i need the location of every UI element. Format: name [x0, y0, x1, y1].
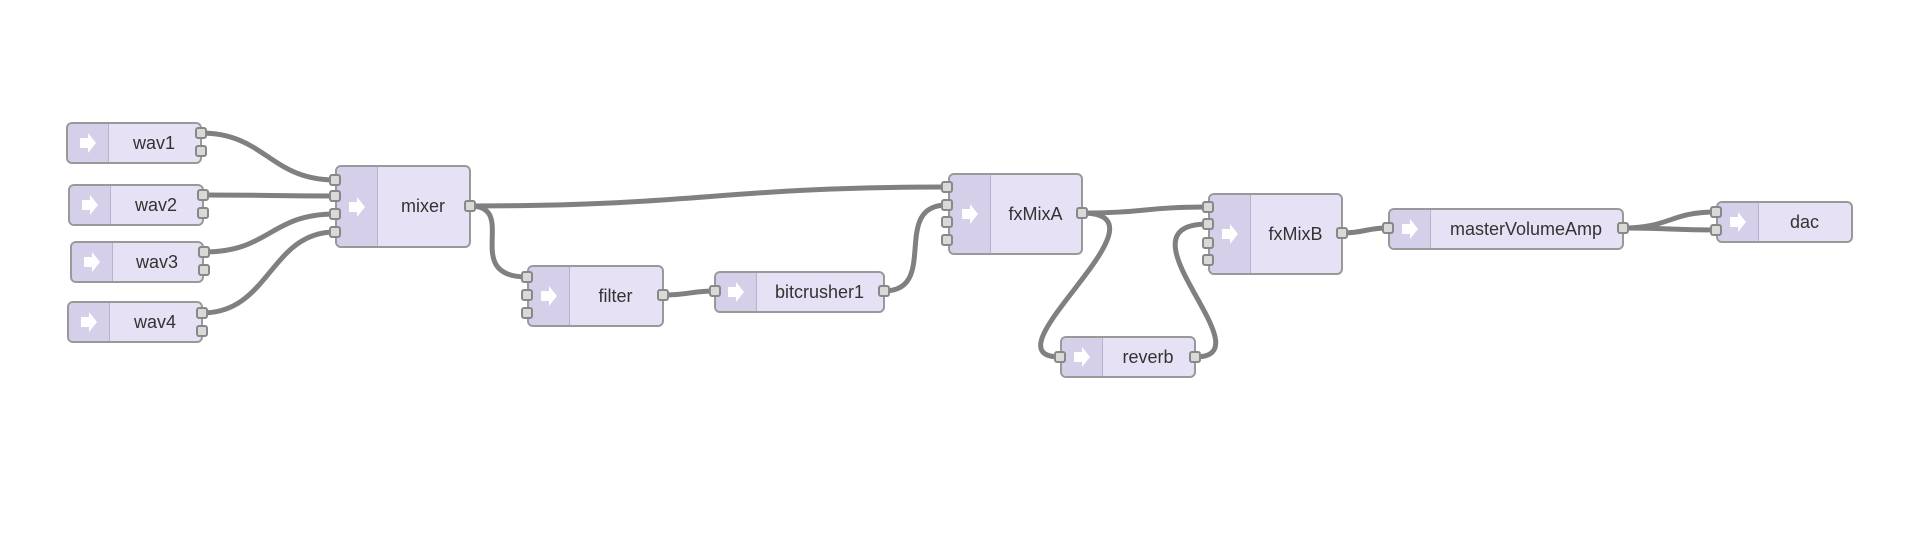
node-handle[interactable]	[1390, 210, 1431, 248]
node-handle[interactable]	[72, 243, 113, 281]
connection-fxMixA-to-fxMixB[interactable]	[1079, 204, 1211, 216]
wav4-output-port-1[interactable]	[196, 307, 208, 319]
connection-filter-to-bitcrusher1[interactable]	[660, 288, 718, 298]
node-label: mixer	[401, 196, 445, 216]
node-bitcrusher1[interactable]: bitcrusher1	[714, 271, 885, 313]
dac-input-port-2[interactable]	[1710, 224, 1722, 236]
node-handle[interactable]	[70, 186, 111, 224]
node-wav2[interactable]: wav2	[68, 184, 204, 226]
play-arrow-icon	[1402, 219, 1418, 239]
mixer-input-port-3[interactable]	[329, 208, 341, 220]
connection-wav1-to-mixer[interactable]	[198, 130, 338, 183]
reverb-output-port-1[interactable]	[1189, 351, 1201, 363]
mixer-input-port-2[interactable]	[329, 190, 341, 202]
node-wav1[interactable]: wav1	[66, 122, 202, 164]
play-arrow-icon	[962, 204, 978, 224]
node-label: wav1	[132, 132, 176, 153]
node-handle[interactable]	[1718, 203, 1759, 241]
node-handle[interactable]	[529, 267, 570, 325]
node-wav4[interactable]: wav4	[67, 301, 203, 343]
play-arrow-icon	[1074, 347, 1090, 367]
play-arrow-icon	[82, 195, 98, 215]
node-label: bitcrusher1	[774, 281, 865, 302]
connection-mixer-to-filter[interactable]	[467, 203, 530, 280]
play-arrow-icon	[84, 252, 100, 272]
fxMixB-output-port-1[interactable]	[1336, 227, 1348, 239]
node-label: wav2	[134, 194, 178, 215]
node-label: dac	[1789, 211, 1820, 232]
node-filter[interactable]: filter	[527, 265, 664, 327]
wav2-output-port-2[interactable]	[197, 207, 209, 219]
fxMixA-input-port-3[interactable]	[941, 216, 953, 228]
play-arrow-icon	[80, 133, 96, 153]
play-arrow-icon	[1730, 212, 1746, 232]
mixer-input-port-1[interactable]	[329, 174, 341, 186]
play-arrow-icon	[81, 312, 97, 332]
node-handle[interactable]	[69, 303, 110, 341]
wav3-output-port-2[interactable]	[198, 264, 210, 276]
node-label: reverb	[1122, 346, 1174, 367]
fxMixB-input-port-3[interactable]	[1202, 237, 1214, 249]
connection-wav4-to-mixer[interactable]	[199, 229, 338, 316]
wav3-output-port-1[interactable]	[198, 246, 210, 258]
fxMixB-input-port-4[interactable]	[1202, 254, 1214, 266]
node-handle[interactable]	[1210, 195, 1251, 273]
node-dac[interactable]: dac	[1716, 201, 1853, 243]
reverb-input-port-1[interactable]	[1054, 351, 1066, 363]
connection-reverb-to-fxMixB[interactable]	[1172, 221, 1219, 360]
node-fxMixB[interactable]: fxMixB	[1208, 193, 1343, 275]
masterVolumeAmp-input-port-1[interactable]	[1382, 222, 1394, 234]
node-mixer[interactable]: mixer	[335, 165, 471, 248]
node-masterVolumeAmp[interactable]: masterVolumeAmp	[1388, 208, 1624, 250]
connection-fxMixA-to-reverb[interactable]	[1038, 210, 1113, 360]
mixer-output-port-1[interactable]	[464, 200, 476, 212]
node-label: filter	[598, 285, 633, 306]
node-handle[interactable]	[68, 124, 109, 162]
wav2-output-port-1[interactable]	[197, 189, 209, 201]
filter-input-port-2[interactable]	[521, 289, 533, 301]
node-handle[interactable]	[1062, 338, 1103, 376]
play-arrow-icon	[349, 196, 365, 217]
node-handle[interactable]	[337, 167, 378, 246]
dac-input-port-1[interactable]	[1710, 206, 1722, 218]
connection-wav2-to-mixer[interactable]	[200, 192, 338, 199]
mixer-input-port-4[interactable]	[329, 226, 341, 238]
node-reverb[interactable]: reverb	[1060, 336, 1196, 378]
filter-input-port-3[interactable]	[521, 307, 533, 319]
connection-masterVolumeAmp-to-dac[interactable]	[1620, 225, 1719, 233]
wav4-output-port-2[interactable]	[196, 325, 208, 337]
node-label: masterVolumeAmp	[1449, 218, 1603, 239]
filter-output-port-1[interactable]	[657, 289, 669, 301]
connection-mixer-to-fxMixA[interactable]	[467, 184, 950, 209]
node-label: fxMixA	[1008, 203, 1063, 224]
node-fxMixA[interactable]: fxMixA	[948, 173, 1083, 255]
node-handle[interactable]	[716, 273, 757, 311]
connection-wav3-to-mixer[interactable]	[201, 211, 338, 255]
fxMixA-output-port-1[interactable]	[1076, 207, 1088, 219]
wav1-output-port-2[interactable]	[195, 145, 207, 157]
fxMixB-input-port-2[interactable]	[1202, 218, 1214, 230]
fxMixB-input-port-1[interactable]	[1202, 201, 1214, 213]
wav1-output-port-1[interactable]	[195, 127, 207, 139]
bitcrusher1-output-port-1[interactable]	[878, 285, 890, 297]
play-arrow-icon	[728, 282, 744, 302]
node-wav3[interactable]: wav3	[70, 241, 204, 283]
connection-bitcrusher1-to-fxMixA[interactable]	[881, 202, 950, 294]
play-arrow-icon	[1222, 224, 1238, 244]
node-label: fxMixB	[1268, 223, 1323, 244]
filter-input-port-1[interactable]	[521, 271, 533, 283]
bitcrusher1-input-port-1[interactable]	[709, 285, 721, 297]
fxMixA-input-port-1[interactable]	[941, 181, 953, 193]
node-handle[interactable]	[950, 175, 991, 253]
play-arrow-icon	[541, 286, 557, 306]
node-label: wav3	[135, 251, 179, 272]
fxMixA-input-port-2[interactable]	[941, 199, 953, 211]
fxMixA-input-port-4[interactable]	[941, 234, 953, 246]
node-label: wav4	[133, 311, 177, 332]
masterVolumeAmp-output-port-1[interactable]	[1617, 222, 1629, 234]
